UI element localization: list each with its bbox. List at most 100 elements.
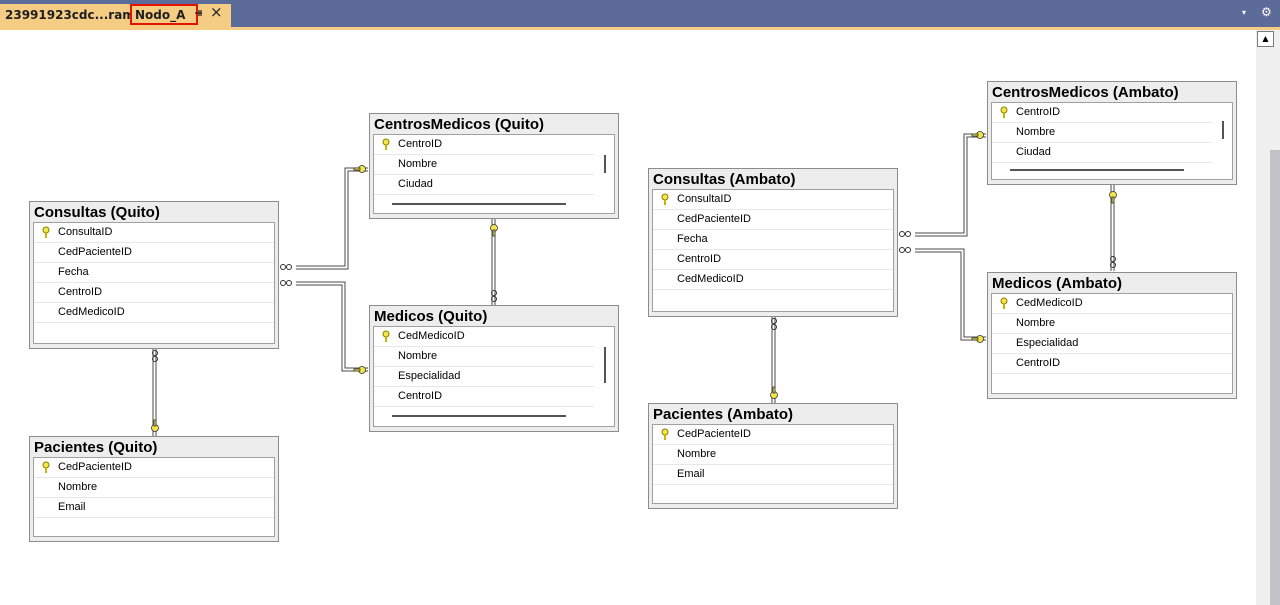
table-title: Medicos (Quito) — [374, 308, 488, 325]
table-consultas-quito[interactable]: Consultas (Quito) ConsultaID CedPaciente… — [29, 201, 279, 349]
table-fields: CedMedicoID Nombre Especialidad CentroID — [373, 326, 615, 427]
table-row[interactable]: CentroID — [374, 135, 594, 155]
table-row[interactable]: CedMedicoID — [34, 303, 274, 323]
table-medicos-quito[interactable]: Medicos (Quito) CedMedicoID Nombre Espec… — [369, 305, 619, 432]
table-row[interactable]: CentroID — [374, 387, 594, 407]
table-medicos-ambato[interactable]: Medicos (Ambato) CedMedicoID Nombre Espe… — [987, 272, 1237, 399]
table-row[interactable]: CedPacienteID — [34, 243, 274, 263]
table-row[interactable]: CedMedicoID — [653, 270, 893, 290]
table-row[interactable]: Fecha — [653, 230, 893, 250]
table-row[interactable]: Nombre — [653, 445, 893, 465]
inner-horizontal-scrollbar[interactable] — [1010, 169, 1184, 171]
field-name: Nombre — [398, 350, 438, 362]
field-name: CedPacienteID — [677, 213, 751, 225]
table-title: CentrosMedicos (Ambato) — [992, 84, 1179, 101]
tab-nodo-a[interactable]: Nodo_A — [130, 4, 231, 27]
table-title: Consultas (Ambato) — [653, 171, 796, 188]
primary-key-icon — [382, 138, 390, 150]
inner-vertical-scrollbar[interactable] — [604, 347, 606, 383]
table-row[interactable]: Nombre — [374, 155, 594, 175]
inner-horizontal-scrollbar[interactable] — [392, 203, 566, 205]
table-centrosmedicos-quito[interactable]: CentrosMedicos (Quito) CentroID Nombre C… — [369, 113, 619, 219]
field-name: ConsultaID — [677, 193, 732, 205]
field-name: Nombre — [398, 158, 438, 170]
table-row[interactable]: Nombre — [992, 314, 1232, 334]
field-name: Fecha — [58, 266, 89, 278]
table-row[interactable]: CentroID — [992, 354, 1232, 374]
close-tab-icon[interactable]: × — [210, 3, 223, 21]
table-row[interactable]: Nombre — [34, 478, 274, 498]
pin-icon[interactable] — [193, 8, 203, 18]
inner-vertical-scrollbar[interactable] — [604, 155, 606, 173]
tab-diagram-file-label: 23991923cdc...rama — [5, 8, 143, 22]
inner-vertical-scrollbar[interactable] — [1222, 121, 1224, 139]
table-row[interactable]: Ciudad — [374, 175, 594, 195]
table-consultas-ambato[interactable]: Consultas (Ambato) ConsultaID CedPacient… — [648, 168, 898, 317]
table-fields: CentroID Nombre Ciudad — [991, 102, 1233, 180]
table-fields: CedPacienteID Nombre Email — [652, 424, 894, 504]
table-row[interactable]: Email — [34, 498, 274, 518]
table-row[interactable]: Ciudad — [992, 143, 1212, 163]
field-name: CentroID — [1016, 357, 1061, 369]
field-name: Nombre — [58, 481, 98, 493]
table-row[interactable]: CedMedicoID — [992, 294, 1232, 314]
settings-gear-icon[interactable]: ⚙ — [1261, 5, 1272, 19]
table-title: Medicos (Ambato) — [992, 275, 1123, 292]
field-name: Nombre — [1016, 317, 1056, 329]
field-name: CedPacienteID — [677, 428, 751, 440]
primary-key-icon — [382, 330, 390, 342]
scrollbar-thumb[interactable] — [1270, 150, 1280, 605]
table-row[interactable]: CedPacienteID — [653, 425, 893, 445]
field-name: Fecha — [677, 233, 708, 245]
field-name: ConsultaID — [58, 226, 113, 238]
tab-list-dropdown-icon[interactable]: ▾ — [1242, 8, 1247, 17]
table-title: Consultas (Quito) — [34, 204, 160, 221]
table-row[interactable]: ConsultaID — [34, 223, 274, 243]
table-row[interactable]: ConsultaID — [653, 190, 893, 210]
field-name: CentroID — [677, 253, 722, 265]
field-name: CedMedicoID — [677, 273, 744, 285]
table-title: CentrosMedicos (Quito) — [374, 116, 545, 133]
table-row[interactable]: Nombre — [374, 347, 594, 367]
primary-key-icon — [42, 461, 50, 473]
field-name: CedMedicoID — [1016, 297, 1083, 309]
tab-nodo-a-highlight: Nodo_A — [130, 4, 198, 25]
table-row[interactable]: CedPacienteID — [653, 210, 893, 230]
table-row[interactable]: Email — [653, 465, 893, 485]
table-fields: ConsultaID CedPacienteID Fecha CentroID … — [652, 189, 894, 312]
table-row[interactable]: Especialidad — [374, 367, 594, 387]
table-fields: ConsultaID CedPacienteID Fecha CentroID … — [33, 222, 275, 344]
field-name: Email — [677, 468, 705, 480]
table-row[interactable]: Especialidad — [992, 334, 1232, 354]
table-centrosmedicos-ambato[interactable]: CentrosMedicos (Ambato) CentroID Nombre … — [987, 81, 1237, 185]
table-row[interactable]: CedMedicoID — [374, 327, 594, 347]
field-name: Especialidad — [398, 370, 461, 382]
field-name: CentroID — [1016, 106, 1061, 118]
table-fields: CedPacienteID Nombre Email — [33, 457, 275, 537]
table-row[interactable]: CedPacienteID — [34, 458, 274, 478]
tab-nodo-a-label: Nodo_A — [135, 8, 186, 22]
table-pacientes-quito[interactable]: Pacientes (Quito) CedPacienteID Nombre E… — [29, 436, 279, 542]
field-name: CedMedicoID — [58, 306, 125, 318]
table-fields: CedMedicoID Nombre Especialidad CentroID — [991, 293, 1233, 394]
field-name: CentroID — [398, 390, 443, 402]
tab-diagram-file[interactable]: 23991923cdc...rama — [0, 4, 143, 27]
scroll-up-arrow-icon[interactable]: ▲ — [1257, 31, 1274, 47]
table-title: Pacientes (Ambato) — [653, 406, 794, 423]
field-name: Ciudad — [398, 178, 433, 190]
table-pacientes-ambato[interactable]: Pacientes (Ambato) CedPacienteID Nombre … — [648, 403, 898, 509]
table-row[interactable]: CentroID — [992, 103, 1212, 123]
field-name: Nombre — [1016, 126, 1056, 138]
table-row[interactable]: CentroID — [34, 283, 274, 303]
tab-bar-accent-line — [0, 27, 1280, 30]
field-name: CedPacienteID — [58, 461, 132, 473]
table-row[interactable]: Nombre — [992, 123, 1212, 143]
primary-key-icon — [1000, 297, 1008, 309]
table-row[interactable]: Fecha — [34, 263, 274, 283]
field-name: Email — [58, 501, 86, 513]
inner-horizontal-scrollbar[interactable] — [392, 415, 566, 417]
field-name: Nombre — [677, 448, 717, 460]
table-row[interactable]: CentroID — [653, 250, 893, 270]
field-name: Especialidad — [1016, 337, 1079, 349]
